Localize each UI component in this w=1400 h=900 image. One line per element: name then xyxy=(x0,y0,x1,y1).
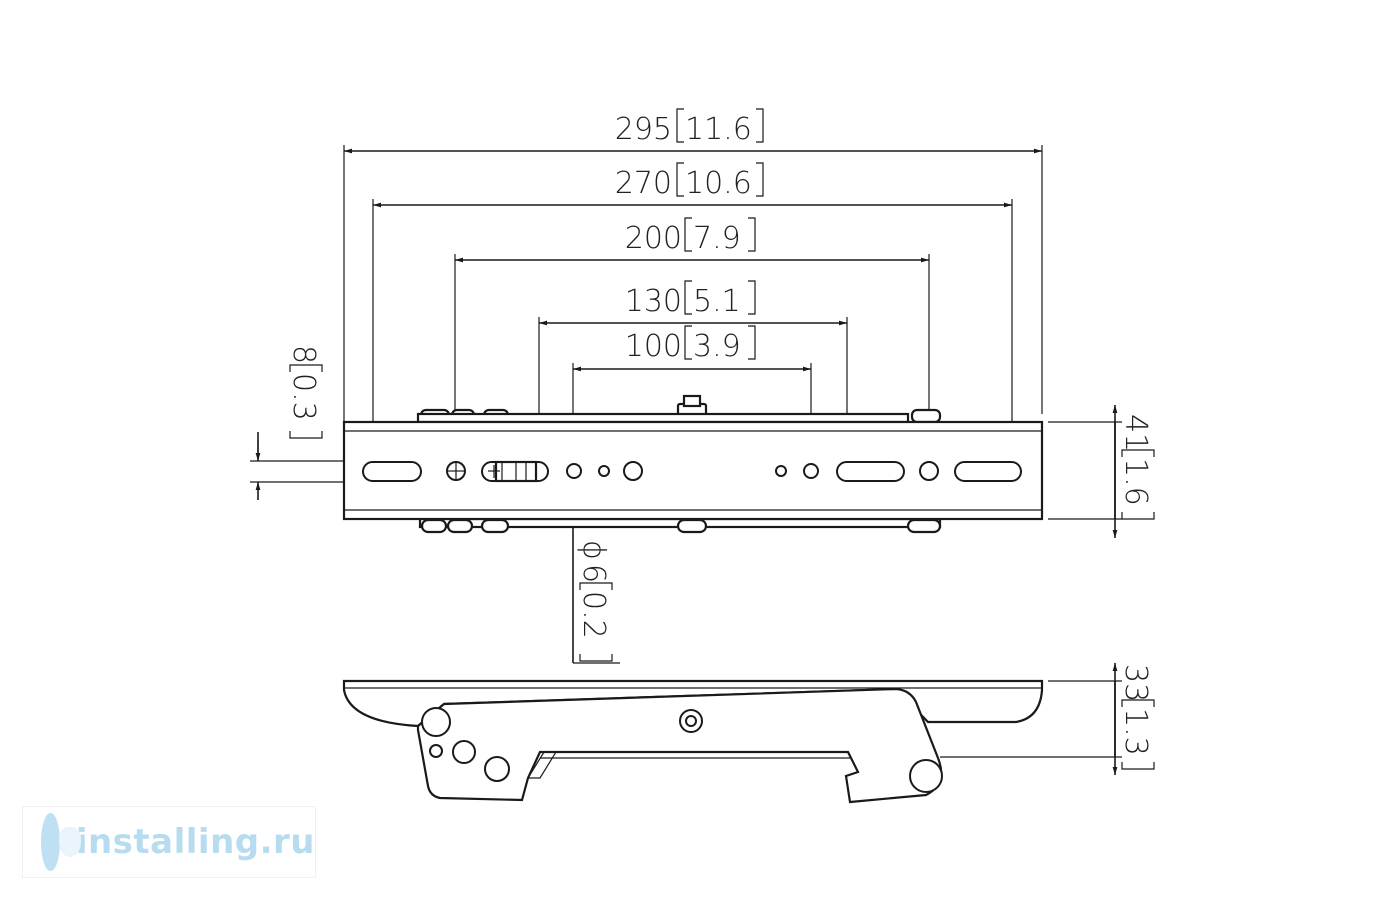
dimension-295: 295 11.6 xyxy=(343,108,1043,422)
watermark: installing.ru xyxy=(22,806,316,878)
dimension-270: 270 10.6 xyxy=(372,162,1013,462)
dimension-hole-6: ϕ 6 0.2 xyxy=(570,482,620,664)
dim-295-value: 295 xyxy=(615,112,672,147)
dimension-height-41: 41 1.6 xyxy=(1048,405,1155,538)
dim-100-value: 100 xyxy=(625,329,682,364)
dimension-130: 130 5.1 xyxy=(538,280,848,462)
bracket-side-view xyxy=(342,679,1044,804)
tree-logo-icon xyxy=(41,813,81,871)
dimension-200: 200 7.9 xyxy=(454,217,930,462)
dim-hole-value: 6 xyxy=(576,564,611,583)
dim-270-value: 270 xyxy=(615,166,672,201)
dim-33-value: 33 xyxy=(1118,664,1153,702)
slot-left xyxy=(362,461,422,482)
watermark-text: installing.ru xyxy=(75,822,315,862)
dim-8-inch: 0.3 xyxy=(286,373,321,421)
dim-100-inch: 3.9 xyxy=(693,329,741,364)
dim-41-value: 41 xyxy=(1118,414,1153,452)
dim-295-inch: 11.6 xyxy=(685,112,752,147)
dim-hole-symbol: ϕ xyxy=(576,540,611,560)
dim-270-inch: 10.6 xyxy=(685,166,752,201)
slot-right-outer xyxy=(954,461,1022,482)
dim-200-value: 200 xyxy=(625,221,682,256)
dim-41-inch: 1.6 xyxy=(1118,458,1153,506)
dim-hole-inch: 0.2 xyxy=(576,591,611,639)
dimension-slot-8: 8 0.3 xyxy=(250,345,362,500)
dim-200-inch: 7.9 xyxy=(693,221,741,256)
dim-130-value: 130 xyxy=(625,284,682,319)
dim-8-value: 8 xyxy=(286,345,321,364)
slot-right-inner xyxy=(836,461,905,482)
dim-33-inch: 1.3 xyxy=(1118,708,1153,756)
bracket-front-view xyxy=(342,394,1044,534)
dimension-depth-33: 33 1.3 xyxy=(940,663,1155,775)
dim-130-inch: 5.1 xyxy=(693,284,741,319)
hole-6mm xyxy=(566,463,582,479)
